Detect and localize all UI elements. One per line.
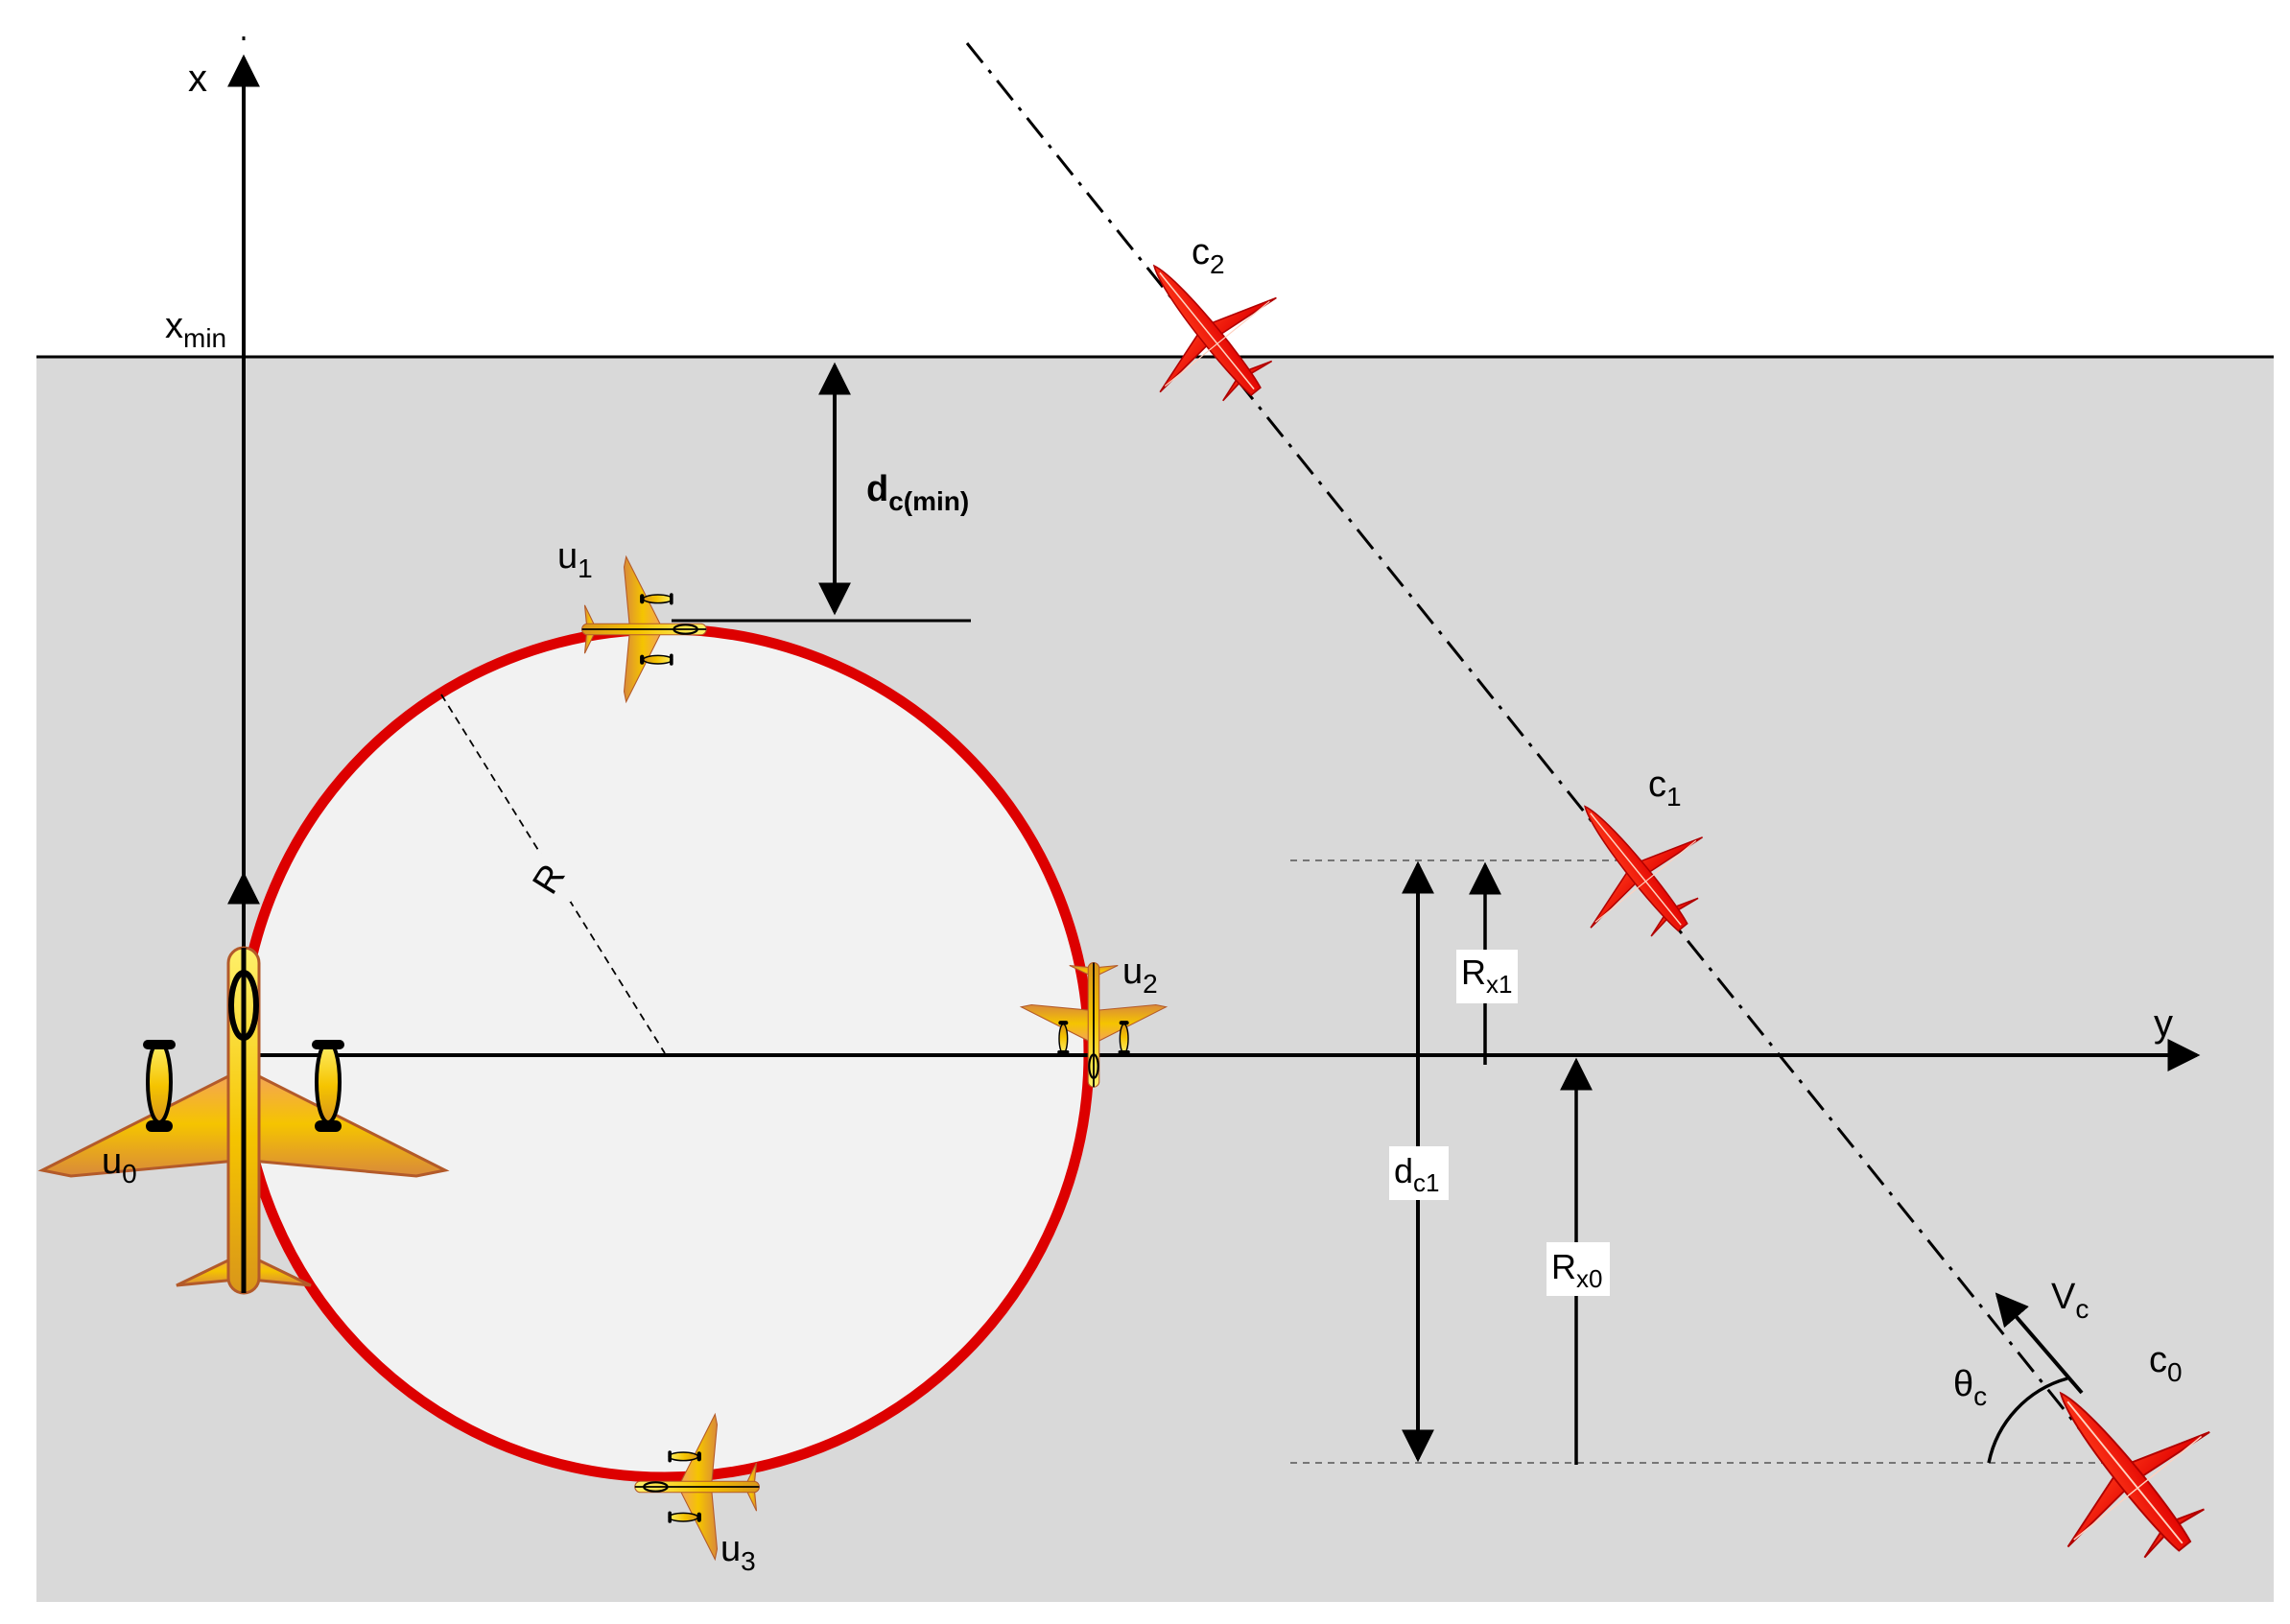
radius-line (440, 694, 666, 1054)
x-axis-label: x (188, 58, 207, 100)
rx1-label: Rx1 (1461, 953, 1512, 999)
heading-arc (1987, 1377, 2068, 1464)
rx1-label-box (1456, 950, 1518, 1003)
uav-u0-label: u0 (102, 1142, 137, 1189)
velocity-arrow (1995, 1292, 2084, 1395)
uav-u1-label: u1 (557, 536, 593, 583)
rx0-label-box (1546, 1242, 1610, 1296)
conflict-c0-label: c0 (2149, 1340, 2183, 1387)
dc1-label-box (1389, 1146, 1449, 1200)
dcmin-label: dc(min) (866, 469, 969, 516)
uav-u3-label: u3 (720, 1529, 756, 1576)
conflict-c1-label: c1 (1648, 765, 1682, 812)
heading-label: θc (1953, 1364, 1987, 1411)
conflict-trajectory (965, 42, 2113, 1469)
rx0-label: Rx0 (1551, 1247, 1602, 1293)
dc1-label: dc1 (1394, 1151, 1440, 1197)
conflict-c2-label: c2 (1192, 232, 1225, 279)
velocity-label: Vc (2051, 1277, 2089, 1324)
y-axis-label: y (2154, 1002, 2173, 1045)
xmin-label: xmin (165, 306, 226, 353)
radius-label-box (523, 854, 571, 902)
uav-u2-label: u2 (1122, 952, 1158, 999)
